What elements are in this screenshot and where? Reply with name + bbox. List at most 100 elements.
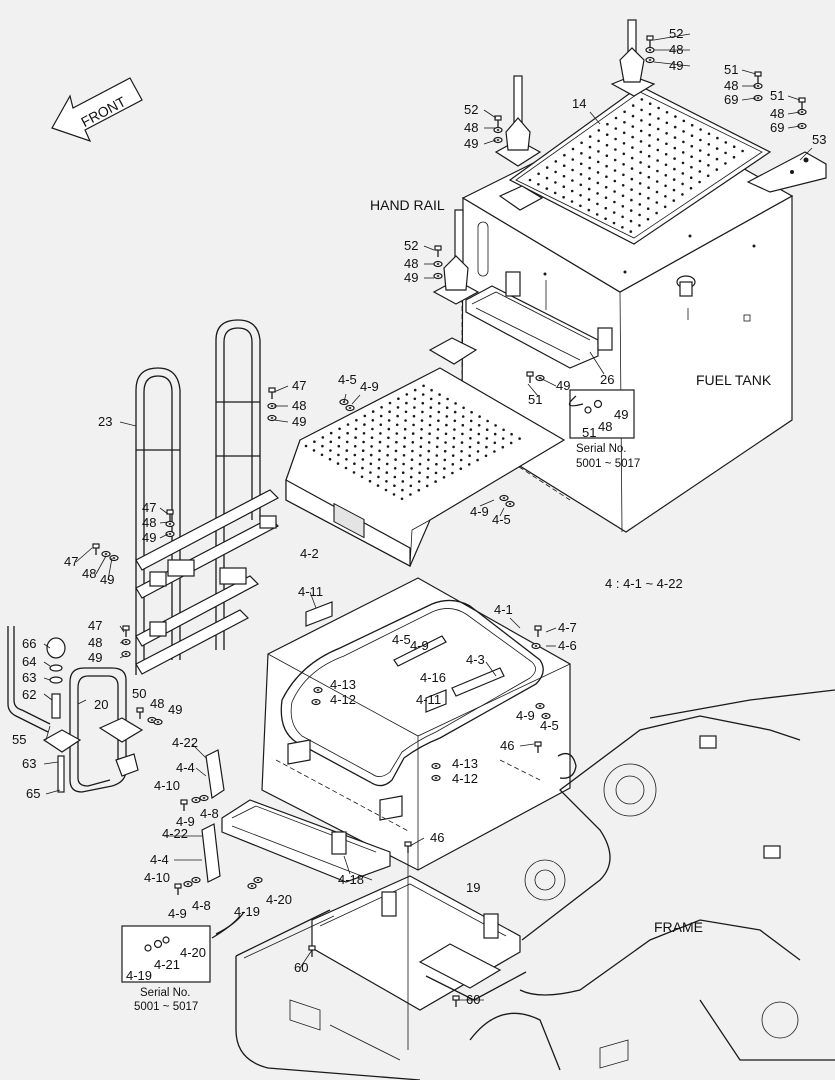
perforation-hole (337, 444, 341, 448)
perforation-hole (647, 165, 651, 168)
perforation-hole (596, 160, 600, 164)
perforation-hole (622, 131, 626, 135)
perforation-hole (646, 217, 650, 221)
perforation-hole (468, 445, 472, 449)
perforation-hole (631, 135, 634, 139)
perforation-hole (545, 166, 549, 169)
perforation-hole (665, 111, 669, 114)
washer-icon (313, 686, 323, 694)
perforation-hole (417, 488, 421, 492)
perforation-hole (604, 185, 608, 189)
leader-line (409, 837, 425, 847)
perforation-hole (682, 140, 685, 144)
perforation-hole (655, 190, 659, 194)
bolt-icon (534, 741, 542, 753)
perforation-hole (484, 454, 488, 458)
perforation-hole (716, 136, 719, 140)
perforation-hole (631, 114, 635, 118)
perforation-hole (621, 215, 624, 219)
perforation-hole (486, 419, 489, 423)
perforation-hole (699, 138, 702, 142)
washer-icon (247, 882, 257, 890)
leader-line (119, 421, 137, 427)
perforation-hole (621, 194, 625, 198)
inset-bottom-line-1: Serial No. (140, 987, 191, 999)
leader-line (119, 625, 125, 633)
perforation-hole (477, 432, 481, 436)
perforation-hole (460, 441, 464, 444)
perforation-hole (410, 458, 414, 462)
leader-line (787, 111, 801, 115)
part-callout: 4-9 (470, 504, 489, 519)
leader-line (159, 521, 169, 524)
perforation-hole (421, 410, 424, 414)
perforation-hole (638, 203, 642, 206)
part-callout: 4-5 (540, 718, 559, 733)
washer-icon (153, 718, 163, 726)
part-callout: 19 (466, 880, 480, 895)
perforation-hole (580, 141, 583, 145)
washer-icon (267, 402, 277, 410)
part-callout: 48 (724, 78, 738, 93)
perforation-hole (378, 440, 382, 444)
perforation-hole (664, 195, 667, 198)
perforation-hole (413, 388, 417, 392)
perforation-hole (427, 458, 430, 462)
perforation-hole (478, 415, 481, 418)
leader-line (95, 555, 107, 575)
perforation-hole (537, 172, 540, 176)
bolt-icon (308, 945, 316, 957)
perforation-hole (672, 199, 676, 202)
leader-line (45, 789, 61, 795)
bolt-icon (494, 115, 502, 127)
leader-line (159, 533, 169, 539)
part-callout: 49 (142, 530, 156, 545)
perforation-hole (345, 440, 349, 444)
perforation-hole (378, 449, 381, 453)
leader-line (343, 393, 347, 403)
perforation-hole (596, 171, 600, 174)
part-callout: 4-6 (558, 638, 577, 653)
perforation-hole (690, 144, 694, 148)
washer-icon (431, 762, 441, 770)
perforation-hole (689, 176, 693, 179)
perforation-hole (648, 144, 651, 147)
perforation-hole (388, 410, 391, 414)
perforation-hole (698, 170, 702, 173)
perforation-hole (562, 174, 566, 178)
perforation-hole (371, 410, 375, 413)
part-callout: 48 (292, 398, 306, 413)
perforation-hole (698, 180, 701, 184)
perforation-hole (664, 174, 668, 177)
leader-line (107, 557, 113, 581)
leader-line (119, 641, 125, 644)
perforation-hole (393, 475, 397, 479)
perforation-hole (579, 162, 583, 166)
perforation-hole (673, 125, 677, 129)
handrail-20 (69, 667, 144, 793)
perforation-hole (493, 432, 497, 436)
perforation-hole (451, 463, 455, 466)
perforation-hole (370, 445, 373, 448)
perforation-hole (477, 441, 480, 445)
perforation-hole (707, 132, 711, 136)
washer-icon (101, 550, 111, 558)
leader-line (483, 109, 497, 119)
perforation-hole (354, 427, 358, 431)
washer-icon (531, 642, 541, 650)
perforation-hole (613, 179, 617, 183)
perforation-hole (485, 445, 488, 449)
serial-inset-top: 49 48 51 Serial No. 5001 ~ 5017 (568, 389, 640, 470)
perforation-hole (436, 428, 440, 431)
perforation-hole (621, 184, 625, 187)
perforation-hole (346, 423, 350, 426)
perforation-hole (321, 444, 324, 448)
part-callout: 4-13 (330, 677, 356, 692)
perforation-hole (604, 196, 608, 199)
perforation-hole (614, 116, 618, 120)
perforation-hole (371, 427, 374, 431)
perforation-hole (588, 156, 592, 159)
perforation-hole (329, 449, 332, 452)
leader-line (741, 69, 757, 75)
part-callout: 4-8 (192, 898, 211, 913)
